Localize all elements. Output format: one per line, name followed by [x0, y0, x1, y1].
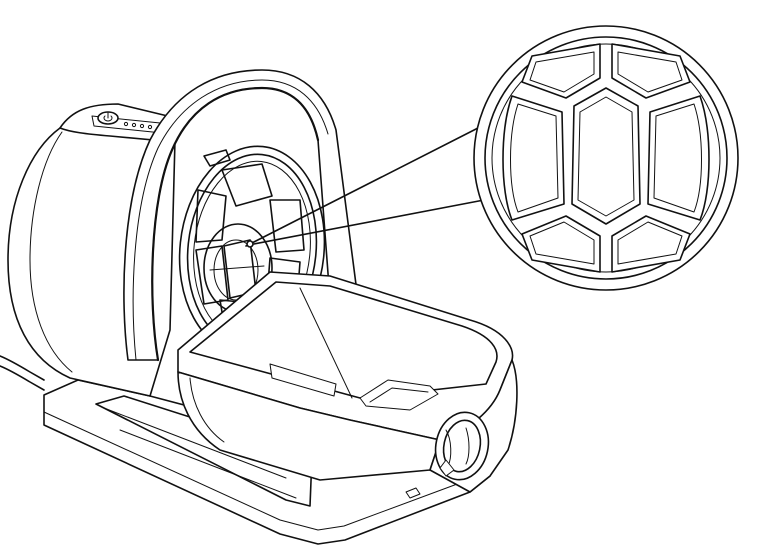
power-button[interactable]: [97, 111, 119, 125]
hex-cell-right: [647, 95, 710, 221]
magnified-callout: [473, 25, 739, 291]
callout-inner-ring: [484, 36, 728, 280]
front-tray: [177, 271, 514, 481]
hex-cell-center: [571, 87, 641, 225]
honeycomb-mesh: [502, 43, 710, 273]
indicator-dots: [123, 121, 153, 130]
hex-cell-left: [502, 95, 565, 221]
hex-cell-bottom-left: [521, 215, 601, 273]
power-icon: [103, 112, 113, 122]
callout-leader-lines: [245, 127, 485, 248]
side-vent-housing: [429, 359, 518, 493]
lid-frame: [123, 69, 359, 362]
power-cord: [0, 355, 45, 391]
hex-cell-bottom-right: [611, 215, 691, 273]
